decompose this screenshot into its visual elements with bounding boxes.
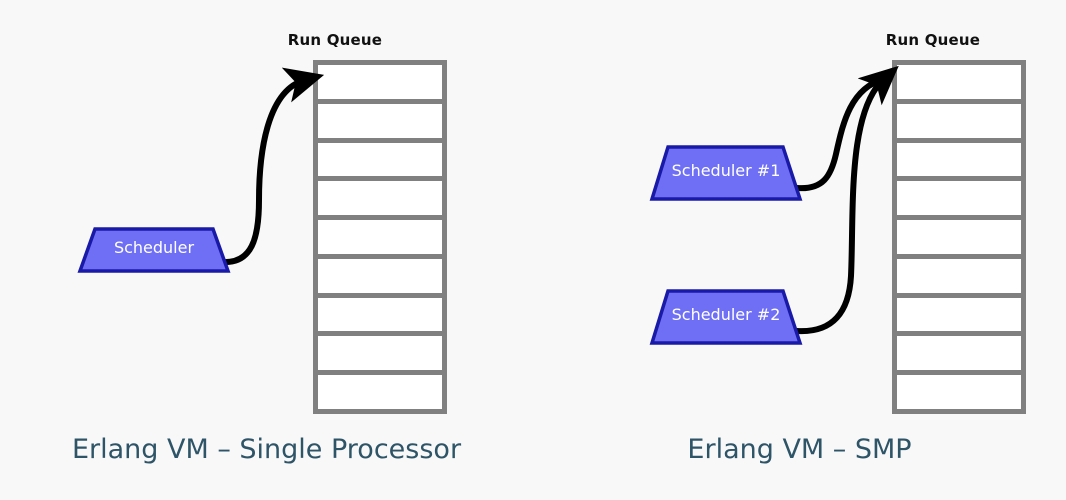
run-queue-smp xyxy=(892,60,1026,414)
arrow-scheduler1-to-queue xyxy=(794,76,887,192)
caption-smp: Erlang VM – SMP xyxy=(687,434,912,465)
scheduler-shape-2[interactable]: Scheduler #2 xyxy=(649,289,803,345)
scheduler-shape-1[interactable]: Scheduler #1 xyxy=(649,145,803,201)
queue-cell xyxy=(897,297,1021,337)
panel-smp: Run Queue xyxy=(533,0,1066,500)
queue-cell xyxy=(897,65,1021,104)
arrow-scheduler2-to-queue xyxy=(794,65,899,335)
queue-cell xyxy=(897,103,1021,143)
queue-cell xyxy=(897,220,1021,259)
queue-cell xyxy=(318,336,442,376)
run-queue-title: Run Queue xyxy=(885,31,981,49)
queue-cell xyxy=(318,220,442,259)
trapezoid-icon xyxy=(649,289,803,345)
queue-cell xyxy=(318,181,442,221)
queue-cell xyxy=(318,142,442,182)
queue-cell xyxy=(318,297,442,337)
run-queue-title: Run Queue xyxy=(287,31,383,49)
queue-cell xyxy=(897,142,1021,182)
run-queue-single xyxy=(313,60,447,414)
trapezoid-icon xyxy=(77,227,231,273)
queue-cell xyxy=(897,375,1021,410)
queue-cell xyxy=(897,258,1021,298)
trapezoid-icon xyxy=(649,145,803,201)
panel-single-processor: Run Queue Sched xyxy=(71,31,462,465)
arrow-scheduler-to-queue xyxy=(219,67,325,266)
scheduler-shape-single[interactable]: Scheduler xyxy=(77,227,231,273)
queue-cell xyxy=(318,258,442,298)
queue-cell xyxy=(318,375,442,410)
queue-cell xyxy=(897,336,1021,376)
queue-cell xyxy=(318,103,442,143)
queue-cell xyxy=(897,181,1021,221)
caption-single-processor: Erlang VM – Single Processor xyxy=(71,434,462,465)
queue-cell xyxy=(318,65,442,104)
